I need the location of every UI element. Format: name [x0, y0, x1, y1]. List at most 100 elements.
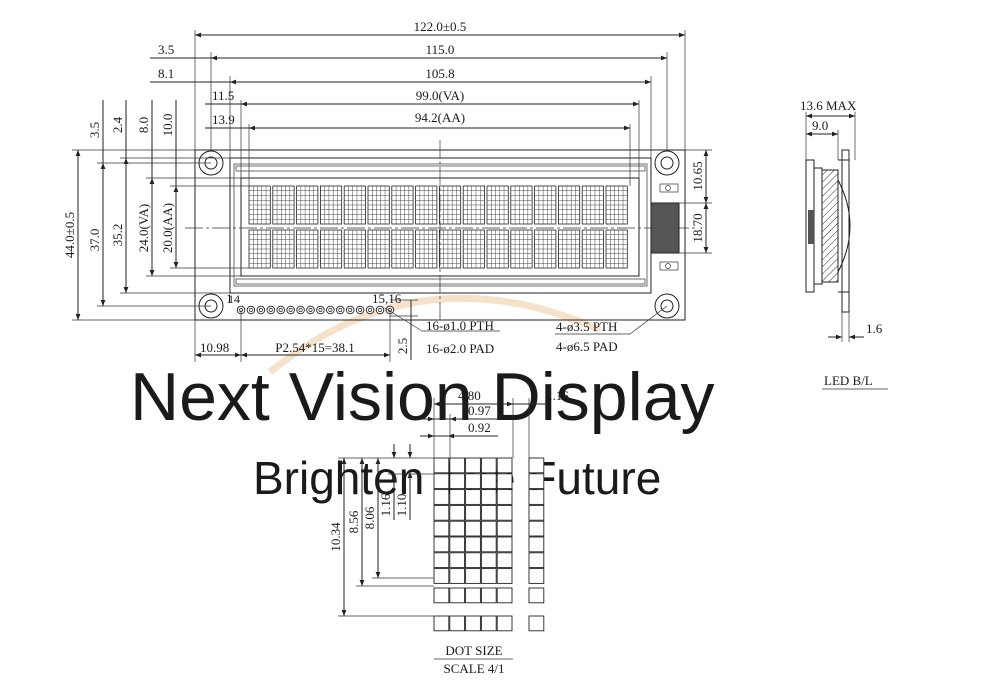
pin-pad	[316, 305, 325, 315]
dim-va-width: 99.0(VA)	[416, 88, 465, 103]
dot	[480, 615, 497, 632]
dim-top-8-0: 8.0	[136, 117, 151, 133]
dim-pin-pitch: P2.54*15=38.1	[275, 340, 355, 355]
dim-overall-width: 122.0±0.5	[414, 19, 467, 34]
dim-left-3-5: 3.5	[158, 42, 174, 57]
dim-gap-width: 1.16	[546, 388, 569, 403]
dot	[480, 489, 497, 505]
dim-top-3-5: 3.5	[87, 122, 102, 138]
dot	[433, 615, 450, 632]
pin-pad	[286, 305, 295, 315]
dim-dot-h: 1.10	[394, 494, 409, 517]
dot	[465, 615, 481, 632]
note-pth: 16-ø1.0 PTH	[426, 318, 494, 333]
dot	[480, 520, 497, 537]
dot	[496, 552, 513, 569]
dot	[449, 457, 466, 474]
dim-aa-width: 94.2(AA)	[415, 110, 465, 125]
character-matrix	[248, 185, 628, 269]
dim-left-13-9: 13.9	[212, 112, 235, 127]
dot	[528, 536, 545, 553]
note-hole-pad: 4-ø6.5 PAD	[556, 339, 618, 354]
dot-size-scale: SCALE 4/1	[443, 661, 504, 676]
watermark-brand-name: Next Vision Display	[130, 359, 715, 435]
top-dimensions: 122.0±0.5 115.0 3.5 105.8 8.1 99.0(VA) 1…	[150, 19, 686, 186]
dot	[465, 568, 481, 584]
character-cell	[272, 185, 295, 225]
character-cell	[605, 229, 628, 269]
pin-label-15-16: 15,16	[372, 291, 402, 306]
pin-label-14: 14	[228, 292, 240, 306]
character-cell	[415, 229, 438, 269]
dot	[465, 504, 481, 521]
dot	[496, 615, 513, 632]
dim-bezel-height: 35.2	[110, 224, 125, 247]
dot	[496, 457, 513, 474]
dot	[528, 489, 545, 505]
character-cell	[558, 229, 581, 269]
dim-right-18-70: 18.70	[690, 213, 705, 242]
dot	[465, 489, 481, 505]
character-cell	[462, 185, 485, 225]
dot	[433, 568, 450, 584]
side-view: 13.6 MAX 9.0 1.6 LED B/L	[800, 98, 888, 390]
pin-pad	[256, 305, 266, 315]
character-cell	[391, 185, 414, 225]
dot	[433, 457, 450, 474]
dot	[433, 536, 450, 553]
dot	[433, 504, 450, 521]
character-cell	[510, 229, 533, 269]
character-cell	[486, 229, 509, 269]
character-cell	[319, 185, 343, 225]
dot	[496, 520, 513, 537]
dim-thickness-9: 9.0	[812, 118, 828, 133]
character-cell	[558, 185, 581, 225]
character-cell	[486, 185, 509, 225]
dot	[449, 568, 466, 584]
dot	[449, 504, 466, 521]
dot	[480, 587, 497, 604]
dim-dot-pitch-h: 1.16	[378, 493, 393, 516]
pin-pad	[306, 305, 315, 315]
character-cell	[462, 229, 485, 269]
dot	[528, 473, 545, 490]
dot	[496, 536, 513, 553]
dot-size-title: DOT SIZE	[445, 643, 502, 658]
character-cell	[343, 185, 366, 225]
character-cell	[581, 229, 604, 269]
pin-pad	[355, 305, 365, 315]
dim-va-height: 24.0(VA)	[136, 204, 151, 253]
dim-height-8-06: 8.06	[362, 506, 377, 529]
dim-right-10-65: 10.65	[690, 161, 705, 190]
character-cell	[391, 229, 414, 269]
dot	[528, 587, 545, 604]
front-view	[185, 140, 695, 321]
character-cell	[510, 185, 533, 225]
character-cell	[343, 229, 366, 269]
dim-overall-height: 44.0±0.5	[62, 212, 77, 258]
pin-pad	[345, 305, 355, 315]
character-cell	[319, 229, 343, 269]
pin-pad	[365, 305, 375, 315]
dim-top-2-4: 2.4	[110, 116, 125, 133]
character-cell	[248, 185, 271, 225]
dot	[480, 457, 497, 474]
character-cell	[272, 229, 295, 269]
pin-pad	[375, 305, 385, 315]
dot	[433, 587, 450, 604]
dot	[480, 536, 497, 553]
dim-dot-w: 0.92	[468, 420, 491, 435]
dot	[433, 520, 450, 537]
dot-size-detail: 4.80 1.16 0.97 0.92 10.34 8.56 8.06 1.16…	[328, 388, 569, 676]
dim-hole-pitch-width: 115.0	[426, 42, 455, 57]
dot	[496, 568, 513, 584]
dim-pin-2-5: 2.5	[395, 338, 410, 354]
dot	[465, 552, 481, 569]
dim-top-10-0: 10.0	[160, 114, 175, 137]
dot-matrix-character	[433, 457, 513, 632]
character-cell	[438, 229, 462, 269]
dim-bezel-width: 105.8	[425, 66, 454, 81]
dot	[465, 520, 481, 537]
dot	[480, 568, 497, 584]
dim-pcb-1-6: 1.6	[866, 321, 883, 336]
